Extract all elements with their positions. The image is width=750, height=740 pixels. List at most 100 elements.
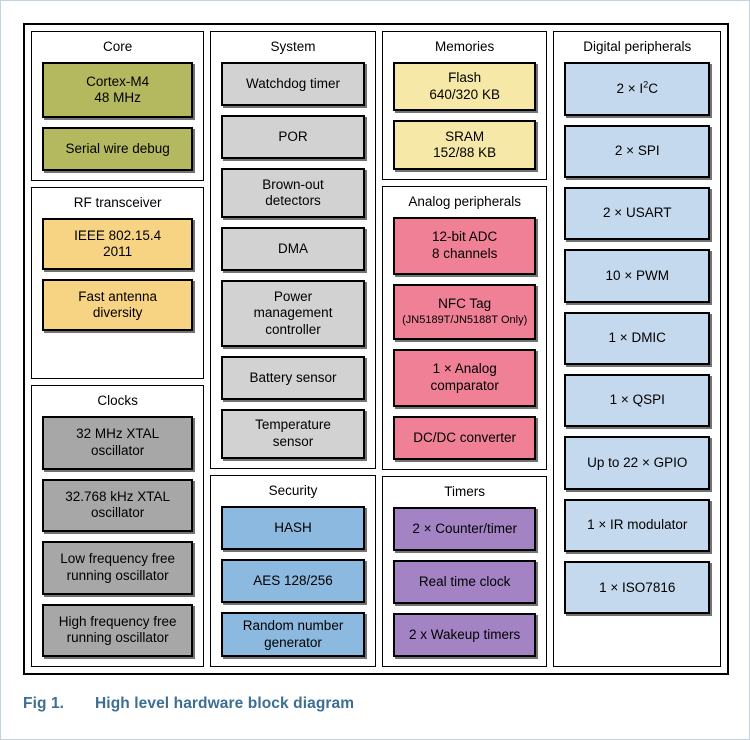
group-title-core: Core (102, 39, 133, 54)
block-i2c[interactable]: 2 × I2C (564, 62, 711, 116)
block-iso7816[interactable]: 1 × ISO7816 (564, 561, 711, 615)
block-line2: comparator (430, 377, 499, 393)
block-line2: 640/320 KB (429, 86, 500, 102)
block-line2: diversity (92, 305, 143, 321)
block-subtitle: (JN5189T/JN5188T Only) (402, 313, 528, 326)
block-line1: SRAM (445, 128, 485, 144)
block-watchdog-timer[interactable]: Watchdog timer (221, 62, 365, 107)
block-random-number-generator[interactable]: Random number generator (221, 612, 365, 657)
block-line2: 2011 (103, 244, 133, 260)
block-hash[interactable]: HASH (221, 506, 365, 551)
block-line1: IEEE 802.15.4 (74, 227, 162, 243)
block-flash[interactable]: Flash 640/320 KB (392, 62, 537, 112)
group-title-digital-peripherals: Digital peripherals (583, 39, 692, 54)
block-ir-modulator[interactable]: 1 × IR modulator (564, 498, 711, 553)
block-line1: NFC Tag (438, 296, 492, 312)
block-line1: Serial wire debug (65, 140, 170, 156)
block-sram[interactable]: SRAM 152/88 KB (392, 120, 537, 170)
group-title-rf-transceiver: RF transceiver (73, 195, 162, 210)
block-line1: 1 × IR modulator (587, 517, 688, 533)
block-line1: 12-bit ADC (432, 229, 498, 245)
block-line1: Battery sensor (249, 369, 337, 385)
block-gpio[interactable]: Up to 22 × GPIO (564, 436, 711, 490)
block-cortex-m4[interactable]: Cortex-M4 48 MHz (42, 62, 194, 118)
group-analog-peripherals: Analog peripherals 12-bit ADC 8 channels… (381, 185, 548, 470)
block-brown-out-detectors[interactable]: Brown-out detectors (221, 168, 365, 219)
group-timers: Timers 2 × Counter/timer Real time clock… (381, 475, 548, 667)
block-line1: Fast antenna (78, 288, 158, 304)
group-title-security: Security (268, 482, 318, 498)
block-power-management-controller[interactable]: Power management controller (221, 280, 365, 347)
block-usart[interactable]: 2 × USART (564, 186, 711, 241)
block-line1: DC/DC converter (413, 429, 517, 445)
block-dc-dc-converter[interactable]: DC/DC converter (392, 415, 537, 460)
block-temperature-sensor[interactable]: Temperature sensor (221, 408, 365, 459)
block-line1: 1 × Analog (432, 361, 497, 377)
block-line1: 2 × SPI (614, 142, 660, 158)
block-line2: 8 channels (432, 245, 498, 261)
block-low-frequency-free-running-oscillator[interactable]: Low frequency free running oscillator (42, 541, 194, 595)
block-dmic[interactable]: 1 × DMIC (564, 311, 711, 365)
block-pwm[interactable]: 10 × PWM (564, 249, 711, 303)
block-spi[interactable]: 2 × SPI (564, 124, 711, 178)
block-counter-timer[interactable]: 2 × Counter/timer (392, 507, 537, 551)
block-line1: Watchdog timer (246, 75, 341, 91)
block-battery-sensor[interactable]: Battery sensor (221, 355, 365, 400)
block-line1: DMA (278, 241, 309, 257)
diagram-column-4: Digital peripherals 2 × I2C 2 × SPI 2 × … (553, 31, 722, 667)
block-line1: Brown-out (262, 176, 324, 192)
figure-number: Fig 1. (23, 695, 65, 712)
block-line1: Temperature (255, 417, 331, 433)
block-qspi[interactable]: 1 × QSPI (564, 373, 711, 428)
block-32768khz-xtal-oscillator[interactable]: 32.768 kHz XTAL oscillator (42, 478, 194, 533)
block-dma[interactable]: DMA (221, 227, 365, 272)
block-line1: Cortex-M4 (86, 73, 150, 89)
block-line1: HASH (274, 519, 312, 535)
block-analog-comparator[interactable]: 1 × Analog comparator (392, 348, 537, 407)
figure-caption: Fig 1. High level hardware block diagram (23, 695, 729, 713)
block-line1: POR (278, 128, 308, 144)
group-system: System Watchdog timer POR Brown-out dete… (210, 31, 376, 469)
block-line1: 2 x Wakeup timers (409, 626, 521, 642)
block-high-frequency-free-running-oscillator[interactable]: High frequency free running oscillator (42, 603, 194, 657)
block-line1: 1 × DMIC (608, 330, 666, 346)
group-memories: Memories Flash 640/320 KB SRAM 152/88 KB (381, 31, 548, 180)
block-32mhz-xtal-oscillator[interactable]: 32 MHz XTAL oscillator (42, 416, 194, 470)
block-line2: oscillator (90, 505, 145, 521)
block-diagram: Core Cortex-M4 48 MHz Serial wire debug … (23, 23, 729, 675)
block-line1: 2 × USART (603, 205, 672, 221)
figure-title: High level hardware block diagram (95, 695, 355, 712)
group-title-memories: Memories (435, 39, 495, 54)
block-line2: running oscillator (66, 567, 169, 583)
digital-empty-space (564, 623, 710, 657)
block-real-time-clock[interactable]: Real time clock (392, 560, 537, 604)
block-line1: 1 × ISO7816 (599, 579, 676, 595)
block-fast-antenna-diversity[interactable]: Fast antenna diversity (42, 279, 194, 332)
group-digital-peripherals: Digital peripherals 2 × I2C 2 × SPI 2 × … (553, 31, 722, 667)
block-nfc-tag[interactable]: NFC Tag (JN5189T/JN5188T Only) (392, 283, 537, 340)
diagram-column-3: Memories Flash 640/320 KB SRAM 152/88 KB… (381, 31, 548, 667)
block-line2: detectors (265, 193, 321, 209)
group-core: Core Cortex-M4 48 MHz Serial wire debug (31, 31, 205, 181)
block-serial-wire-debug[interactable]: Serial wire debug (42, 127, 194, 171)
block-line2: management (253, 305, 333, 321)
group-rf-transceiver: RF transceiver IEEE 802.15.4 2011 Fast a… (31, 187, 205, 379)
block-line1: Up to 22 × GPIO (587, 454, 688, 470)
block-line1: AES 128/256 (253, 572, 333, 588)
block-line2: running oscillator (66, 630, 169, 646)
block-line1: Power (273, 288, 313, 304)
block-ieee-802-15-4[interactable]: IEEE 802.15.4 2011 (42, 218, 194, 271)
block-12-bit-adc[interactable]: 12-bit ADC 8 channels (392, 216, 537, 275)
block-aes-128-256[interactable]: AES 128/256 (221, 559, 365, 604)
group-title-timers: Timers (444, 483, 486, 499)
block-wakeup-timers[interactable]: 2 x Wakeup timers (392, 613, 537, 657)
block-line1: High frequency free (58, 613, 177, 629)
block-por[interactable]: POR (221, 115, 365, 160)
block-line1: 32.768 kHz XTAL (65, 488, 171, 504)
diagram-column-1: Core Cortex-M4 48 MHz Serial wire debug … (31, 31, 205, 667)
block-line1: 2 × Counter/timer (412, 520, 517, 536)
block-line1: Flash (448, 70, 482, 86)
block-line3: controller (265, 321, 321, 337)
rf-empty-space (42, 331, 193, 369)
diagram-column-2: System Watchdog timer POR Brown-out dete… (210, 31, 376, 667)
